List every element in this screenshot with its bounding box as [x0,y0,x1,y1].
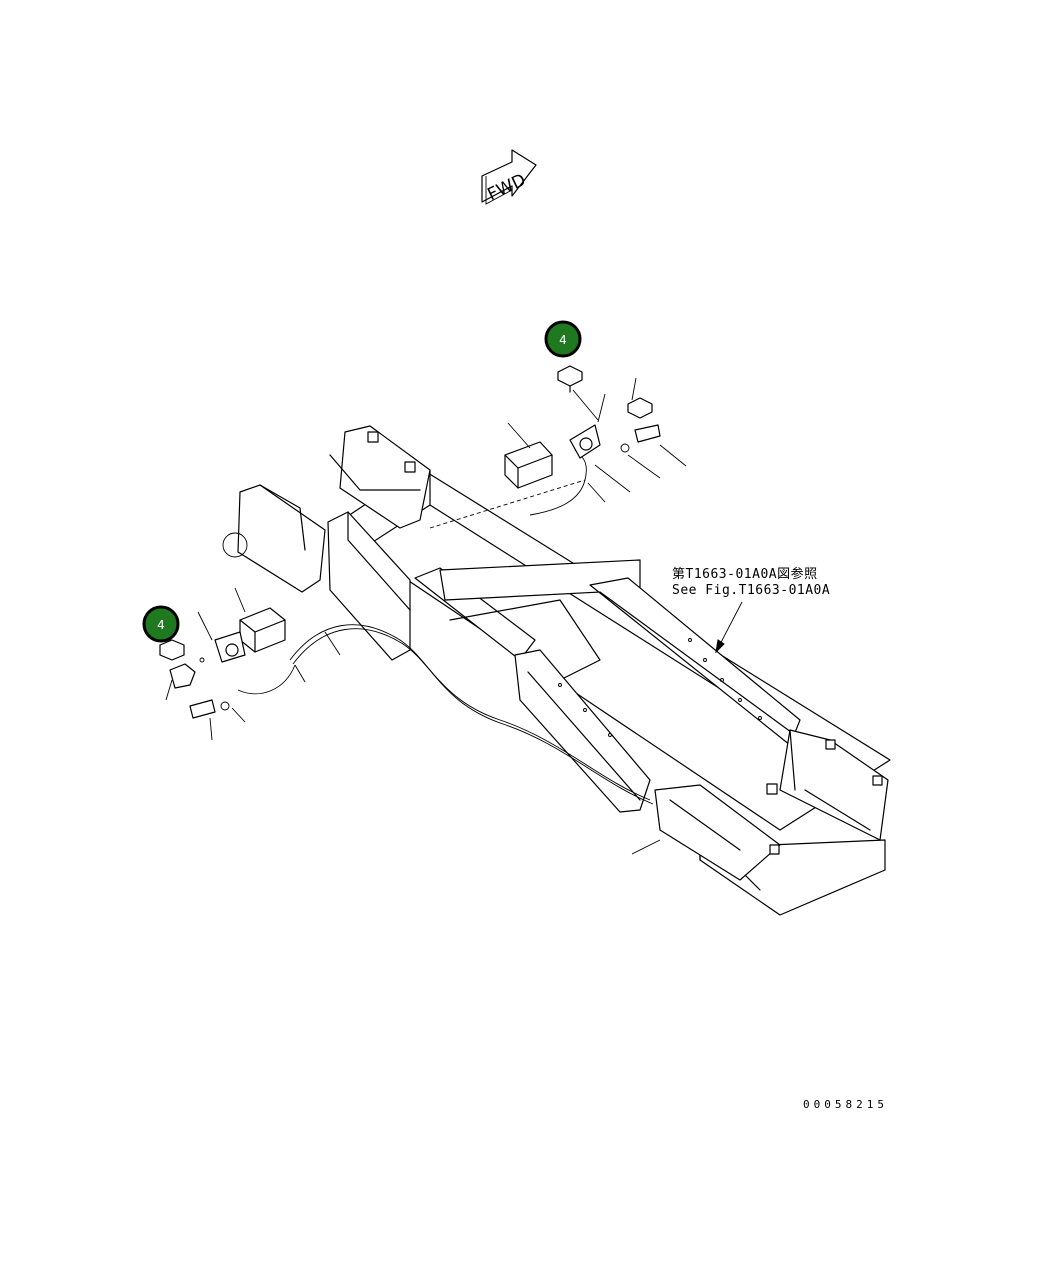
bolt-icon [159,639,185,661]
bolt-icon [627,397,653,419]
upper-sensor-assembly [504,365,661,489]
bolt-icon [169,663,196,689]
callout-upper[interactable]: 4 [544,320,582,358]
washer-icon [199,657,205,663]
bolt-icon [557,365,583,393]
leader-lines [165,377,743,855]
callout-circle[interactable] [142,605,180,643]
reference-note-jp: 第T1663-01A0A図参照 [672,566,818,582]
washer-icon [620,443,630,453]
main-frame [222,425,891,916]
callout-label: 4 [559,333,567,347]
washer-icon [220,701,230,711]
bolt-icon [189,699,216,719]
routing-line [429,479,586,529]
bolt-icon [634,424,661,443]
lower-sensor-assembly [159,607,286,719]
callout-circle[interactable] [544,320,582,358]
callout-lower[interactable]: 4 [142,605,180,643]
drawing-code: 00058215 [803,1098,888,1111]
callout-label: 4 [157,618,165,632]
forward-arrow-icon: FWD [481,149,537,205]
reference-note-en: See Fig.T1663-01A0A [672,583,830,598]
